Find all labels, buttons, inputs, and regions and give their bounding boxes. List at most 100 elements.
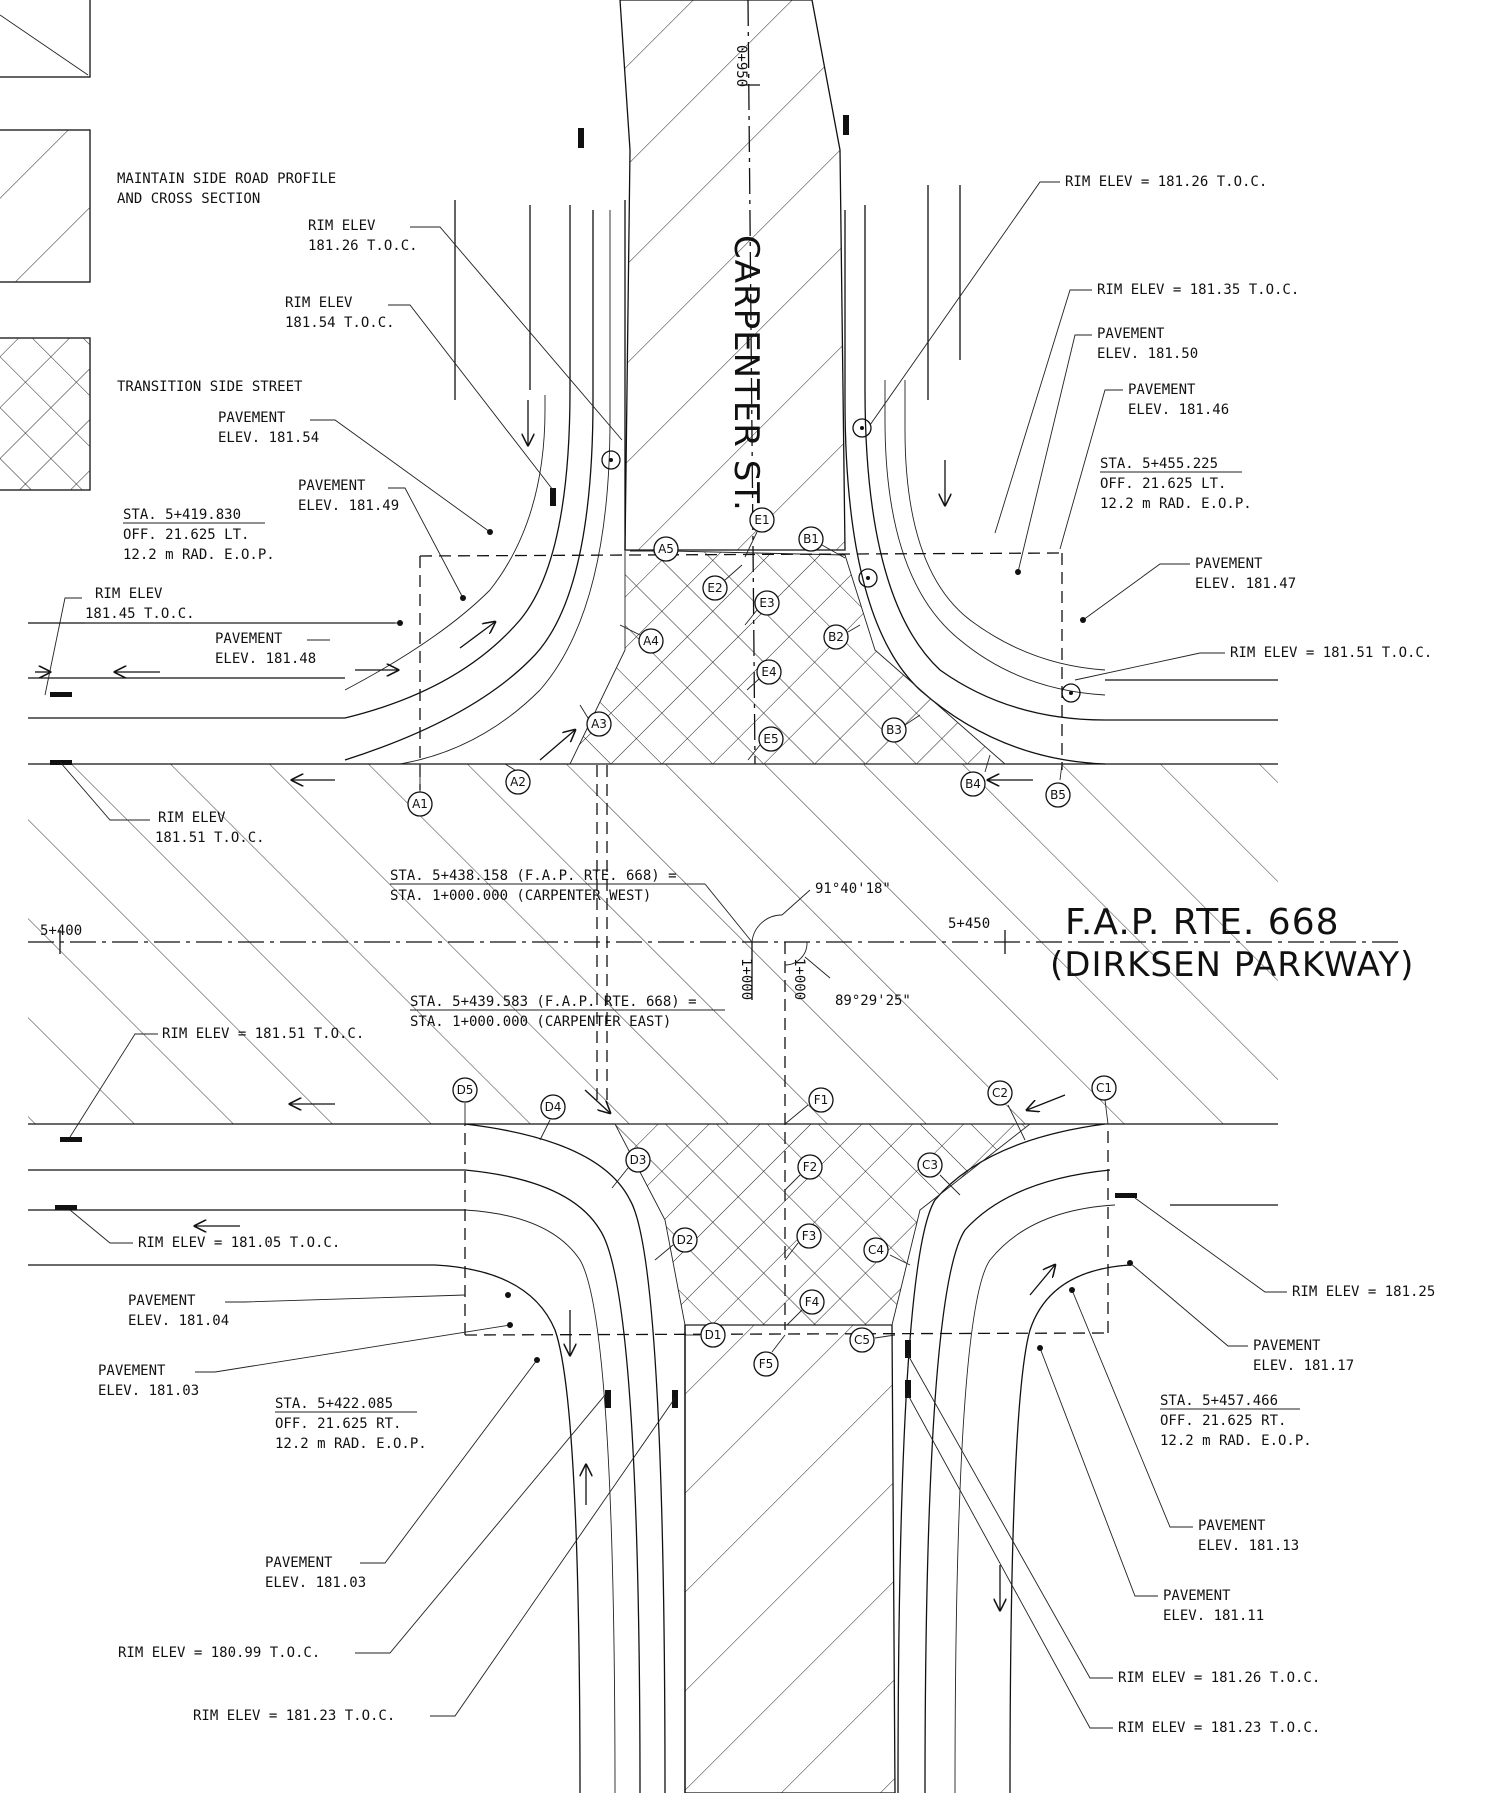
point-C1: C1 — [1091, 1075, 1117, 1125]
notes-se: RIM ELEV = 181.25 PAVEMENT ELEV. 181.17 … — [907, 1197, 1435, 1736]
svg-text:ELEV. 181.48: ELEV. 181.48 — [215, 651, 316, 667]
svg-text:ELEV. 181.17: ELEV. 181.17 — [1253, 1358, 1354, 1374]
station-5450: 5+450 — [948, 916, 990, 932]
point-C4: C4 — [863, 1237, 911, 1266]
svg-text:OFF. 21.625 LT.: OFF. 21.625 LT. — [1100, 476, 1226, 492]
point-D5: D5 — [452, 1077, 478, 1124]
station-1000-west: 1+000 — [738, 958, 754, 1000]
svg-text:ELEV. 181.47: ELEV. 181.47 — [1195, 576, 1296, 592]
svg-text:C5: C5 — [854, 1333, 870, 1347]
manhole-icons — [601, 418, 1081, 703]
transition-south — [615, 1124, 1030, 1325]
svg-text:ELEV. 181.13: ELEV. 181.13 — [1198, 1538, 1299, 1554]
svg-text:PAVEMENT: PAVEMENT — [218, 410, 286, 426]
svg-text:ELEV. 181.50: ELEV. 181.50 — [1097, 346, 1198, 362]
svg-text:F4: F4 — [805, 1295, 820, 1309]
point-E1: E1 — [744, 507, 775, 558]
svg-text:F5: F5 — [759, 1357, 774, 1371]
legend-maintain-line1: MAINTAIN SIDE ROAD PROFILE — [117, 171, 336, 187]
point-F4: F4 — [786, 1289, 825, 1326]
svg-text:PAVEMENT: PAVEMENT — [1195, 556, 1263, 572]
transition-north — [570, 550, 1005, 764]
angle-east: 89°29'25" — [835, 993, 911, 1009]
svg-text:F3: F3 — [802, 1229, 817, 1243]
point-B1: B1 — [798, 526, 846, 559]
svg-text:E4: E4 — [761, 665, 776, 679]
notes-nw: RIM ELEV 181.26 T.O.C. RIM ELEV 181.54 T… — [44, 218, 623, 846]
point-D4: D4 — [539, 1094, 566, 1141]
svg-text:E1: E1 — [754, 513, 769, 527]
svg-text:ELEV. 181.49: ELEV. 181.49 — [298, 498, 399, 514]
svg-text:12.2 m RAD. E.O.P.: 12.2 m RAD. E.O.P. — [275, 1436, 427, 1452]
svg-text:ELEV. 181.03: ELEV. 181.03 — [265, 1575, 366, 1591]
traffic-arrows — [35, 400, 1066, 1610]
svg-text:STA. 5+455.225: STA. 5+455.225 — [1100, 456, 1218, 472]
svg-text:RIM ELEV = 181.05 T.O.C.: RIM ELEV = 181.05 T.O.C. — [138, 1235, 340, 1251]
svg-text:RIM ELEV = 181.51 T.O.C.: RIM ELEV = 181.51 T.O.C. — [162, 1026, 364, 1042]
svg-text:RIM ELEV = 181.35 T.O.C.: RIM ELEV = 181.35 T.O.C. — [1097, 282, 1299, 298]
point-A1: A1 — [407, 764, 433, 817]
svg-text:E3: E3 — [759, 596, 774, 610]
svg-text:PAVEMENT: PAVEMENT — [98, 1363, 166, 1379]
svg-text:B1: B1 — [803, 532, 819, 546]
point-C5: C5 — [849, 1327, 896, 1353]
point-D3: D3 — [611, 1147, 651, 1189]
svg-text:RIM ELEV: RIM ELEV — [95, 586, 163, 602]
point-A3: A3 — [579, 704, 612, 737]
svg-text:B4: B4 — [965, 777, 981, 791]
legend-transition: TRANSITION SIDE STREET — [117, 379, 303, 395]
svg-text:ELEV. 181.03: ELEV. 181.03 — [98, 1383, 199, 1399]
svg-text:B2: B2 — [828, 630, 844, 644]
svg-text:PAVEMENT: PAVEMENT — [128, 1293, 196, 1309]
svg-text:12.2 m RAD. E.O.P.: 12.2 m RAD. E.O.P. — [1160, 1433, 1312, 1449]
point-markers: A1 A2 A3 A4 A5 B1 B2 B3 B4 B5 C1 C2 C3 C… — [407, 507, 1117, 1377]
svg-text:181.51 T.O.C.: 181.51 T.O.C. — [155, 830, 265, 846]
sta-eq-east-1: STA. 5+439.583 (F.A.P. RTE. 668) = — [410, 994, 697, 1010]
svg-text:PAVEMENT: PAVEMENT — [298, 478, 366, 494]
svg-text:RIM ELEV = 181.26 T.O.C.: RIM ELEV = 181.26 T.O.C. — [1065, 174, 1267, 190]
svg-text:B5: B5 — [1050, 788, 1066, 802]
svg-text:F2: F2 — [803, 1160, 818, 1174]
sta-eq-east-2: STA. 1+000.000 (CARPENTER EAST) — [410, 1014, 671, 1030]
svg-text:181.26 T.O.C.: 181.26 T.O.C. — [308, 238, 418, 254]
point-E3: E3 — [744, 590, 780, 626]
svg-text:C1: C1 — [1096, 1081, 1112, 1095]
legend-maintain-line2: AND CROSS SECTION — [117, 191, 260, 207]
point-B2: B2 — [823, 624, 861, 650]
point-B4: B4 — [960, 754, 991, 797]
svg-text:STA. 5+419.830: STA. 5+419.830 — [123, 507, 241, 523]
point-F1: F1 — [784, 1087, 834, 1125]
svg-text:A4: A4 — [643, 634, 659, 648]
svg-text:OFF. 21.625 RT.: OFF. 21.625 RT. — [275, 1416, 401, 1432]
point-F2: F2 — [784, 1154, 823, 1191]
svg-text:A1: A1 — [412, 797, 428, 811]
point-D2: D2 — [654, 1227, 698, 1261]
svg-text:D4: D4 — [545, 1100, 562, 1114]
point-C2: C2 — [987, 1080, 1026, 1141]
point-A4: A4 — [619, 624, 664, 654]
point-A2: A2 — [504, 763, 531, 795]
point-F5: F5 — [753, 1334, 786, 1377]
main-route-name: F.A.P. RTE. 668 — [1065, 902, 1340, 943]
main-road — [28, 622, 1400, 1266]
svg-text:A2: A2 — [510, 775, 526, 789]
svg-text:C2: C2 — [992, 1086, 1008, 1100]
legend-swatch-blank — [0, 0, 91, 78]
svg-text:PAVEMENT: PAVEMENT — [1198, 1518, 1266, 1534]
svg-text:A3: A3 — [591, 717, 607, 731]
svg-text:RIM ELEV: RIM ELEV — [308, 218, 376, 234]
svg-text:PAVEMENT: PAVEMENT — [215, 631, 283, 647]
svg-text:ELEV. 181.11: ELEV. 181.11 — [1163, 1608, 1264, 1624]
sta-eq-west-2: STA. 1+000.000 (CARPENTER WEST) — [390, 888, 651, 904]
svg-text:PAVEMENT: PAVEMENT — [265, 1555, 333, 1571]
point-E4: E4 — [746, 659, 782, 691]
point-F3: F3 — [784, 1223, 822, 1261]
svg-text:RIM ELEV = 181.26 T.O.C.: RIM ELEV = 181.26 T.O.C. — [1118, 1670, 1320, 1686]
svg-text:STA. 5+457.466: STA. 5+457.466 — [1160, 1393, 1278, 1409]
svg-text:RIM ELEV = 180.99 T.O.C.: RIM ELEV = 180.99 T.O.C. — [118, 1645, 320, 1661]
svg-text:E2: E2 — [707, 581, 722, 595]
point-A5: A5 — [630, 536, 679, 562]
point-B5: B5 — [1045, 763, 1071, 808]
station-reference-lines — [419, 552, 1109, 1336]
